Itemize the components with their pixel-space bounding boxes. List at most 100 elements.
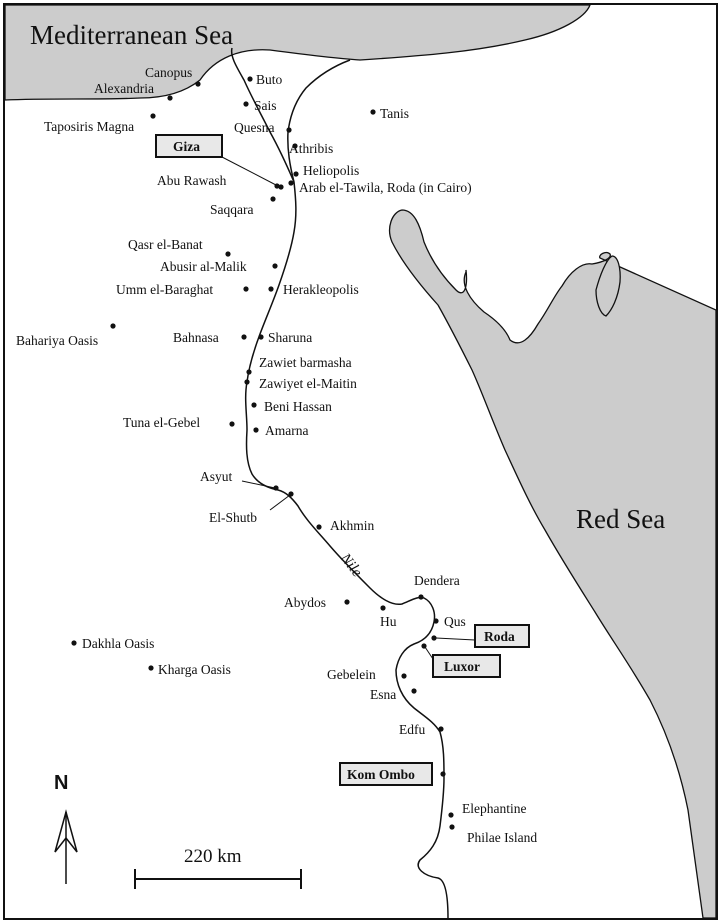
place-label: Bahnasa	[173, 330, 219, 345]
mediterranean-sea-label: Mediterranean Sea	[30, 20, 233, 50]
place-dot	[293, 171, 299, 177]
place-label: Amarna	[265, 423, 308, 438]
place-label: Sharuna	[268, 330, 312, 345]
place-label: Dendera	[414, 573, 460, 588]
place-dot	[268, 286, 274, 292]
place-kharga-oasis: Kharga Oasis	[148, 662, 231, 677]
place-dot	[272, 263, 278, 269]
place-dot	[418, 594, 424, 600]
red-sea-shape	[388, 209, 717, 919]
place-label: Quesna	[234, 120, 275, 135]
place-dot	[449, 824, 455, 830]
place-label: Kharga Oasis	[158, 662, 231, 677]
place-amarna: Amarna	[253, 423, 308, 438]
place-label: Gebelein	[327, 667, 376, 682]
place-beni-hassan: Beni Hassan	[251, 399, 332, 414]
place-herakleopolis: Herakleopolis	[268, 282, 359, 297]
place-label: Tuna el-Gebel	[123, 415, 200, 430]
place-label: Abydos	[284, 595, 326, 610]
place-label: Dakhla Oasis	[82, 636, 154, 651]
highlight-label: Luxor	[444, 659, 480, 674]
place-alexandria: Alexandria	[94, 81, 173, 101]
place-label: Hu	[380, 614, 397, 629]
highlight-kom-ombo: Kom Ombo	[339, 762, 446, 786]
place-dot	[421, 643, 427, 649]
place-buto: Buto	[247, 72, 283, 87]
place-athribis: Athribis	[289, 141, 333, 156]
north-label: N	[54, 772, 68, 794]
place-taposiris-magna: Taposiris Magna	[44, 113, 156, 134]
place-dakhla-oasis: Dakhla Oasis	[71, 636, 154, 651]
place-dot	[110, 323, 116, 329]
place-dot	[292, 143, 298, 149]
place-abydos: Abydos	[284, 595, 350, 610]
mediterranean-sea-shape	[4, 4, 591, 101]
place-quesna: Quesna	[234, 120, 292, 135]
place-label: Zawiyet el-Maitin	[259, 376, 357, 391]
place-label: Asyut	[200, 469, 233, 484]
place-abu-rawash: Abu Rawash	[157, 173, 284, 190]
place-dot	[251, 402, 257, 408]
place-label: Qus	[444, 614, 466, 629]
place-abusir-al-malik: Abusir al-Malik	[160, 259, 278, 274]
place-dot	[225, 251, 231, 257]
place-dot	[229, 421, 235, 427]
place-dot	[274, 183, 280, 189]
place-dot	[273, 485, 279, 491]
place-dot	[243, 286, 249, 292]
leader-line	[269, 494, 291, 511]
leader-line	[424, 646, 434, 660]
place-label: Saqqara	[210, 202, 253, 217]
place-dot	[244, 379, 250, 385]
place-dot	[433, 618, 439, 624]
nile-damietta-branch	[287, 59, 351, 183]
highlight-box	[474, 624, 530, 648]
place-dot	[431, 635, 437, 641]
place-label: Beni Hassan	[264, 399, 332, 414]
place-dot	[253, 427, 259, 433]
place-label: Arab el-Tawila, Roda (in Cairo)	[299, 180, 472, 195]
place-saqqara: Saqqara	[210, 196, 276, 217]
place-label: Esna	[370, 687, 396, 702]
place-hu: Hu	[380, 605, 397, 629]
place-dot	[246, 369, 252, 375]
place-umm-el-baraghat: Umm el-Baraghat	[116, 282, 249, 297]
place-label: Akhmin	[330, 518, 375, 533]
place-label: Athribis	[289, 141, 333, 156]
place-bahnasa: Bahnasa	[173, 330, 247, 345]
leader-line	[435, 637, 476, 641]
place-dot	[167, 95, 173, 101]
place-philae-island: Philae Island	[449, 824, 537, 845]
highlight-label: Giza	[173, 139, 200, 154]
place-el-shutb: El-Shutb	[209, 491, 294, 525]
place-dot	[270, 196, 276, 202]
leader-line	[241, 480, 276, 489]
highlight-box	[155, 134, 223, 158]
highlight-giza: Giza	[155, 134, 280, 189]
place-dot	[440, 771, 446, 777]
place-label: Abu Rawash	[157, 173, 227, 188]
highlight-roda: Roda	[431, 624, 530, 648]
scale-bar-label: 220 km	[184, 846, 242, 867]
nile-rosetta-branch	[230, 47, 295, 183]
place-gebelein: Gebelein	[327, 667, 407, 682]
place-dot	[316, 524, 322, 530]
place-asyut: Asyut	[200, 469, 279, 491]
place-label: Alexandria	[94, 81, 154, 96]
place-heliopolis: Heliopolis	[293, 163, 359, 178]
place-label: Qasr el-Banat	[128, 237, 203, 252]
place-dot	[258, 334, 264, 340]
place-label: Buto	[256, 72, 283, 87]
place-akhmin: Akhmin	[316, 518, 375, 533]
leader-line	[221, 156, 277, 186]
place-dot	[278, 184, 284, 190]
place-label: Canopus	[145, 65, 192, 80]
place-label: Herakleopolis	[283, 282, 359, 297]
highlight-label: Kom Ombo	[347, 767, 415, 782]
place-dot	[148, 665, 154, 671]
place-dendera: Dendera	[414, 573, 460, 600]
gulf-of-aqaba-shape	[595, 255, 621, 317]
scale-bar: 220 km	[134, 846, 302, 889]
place-dot	[411, 688, 417, 694]
place-dot	[438, 726, 444, 732]
